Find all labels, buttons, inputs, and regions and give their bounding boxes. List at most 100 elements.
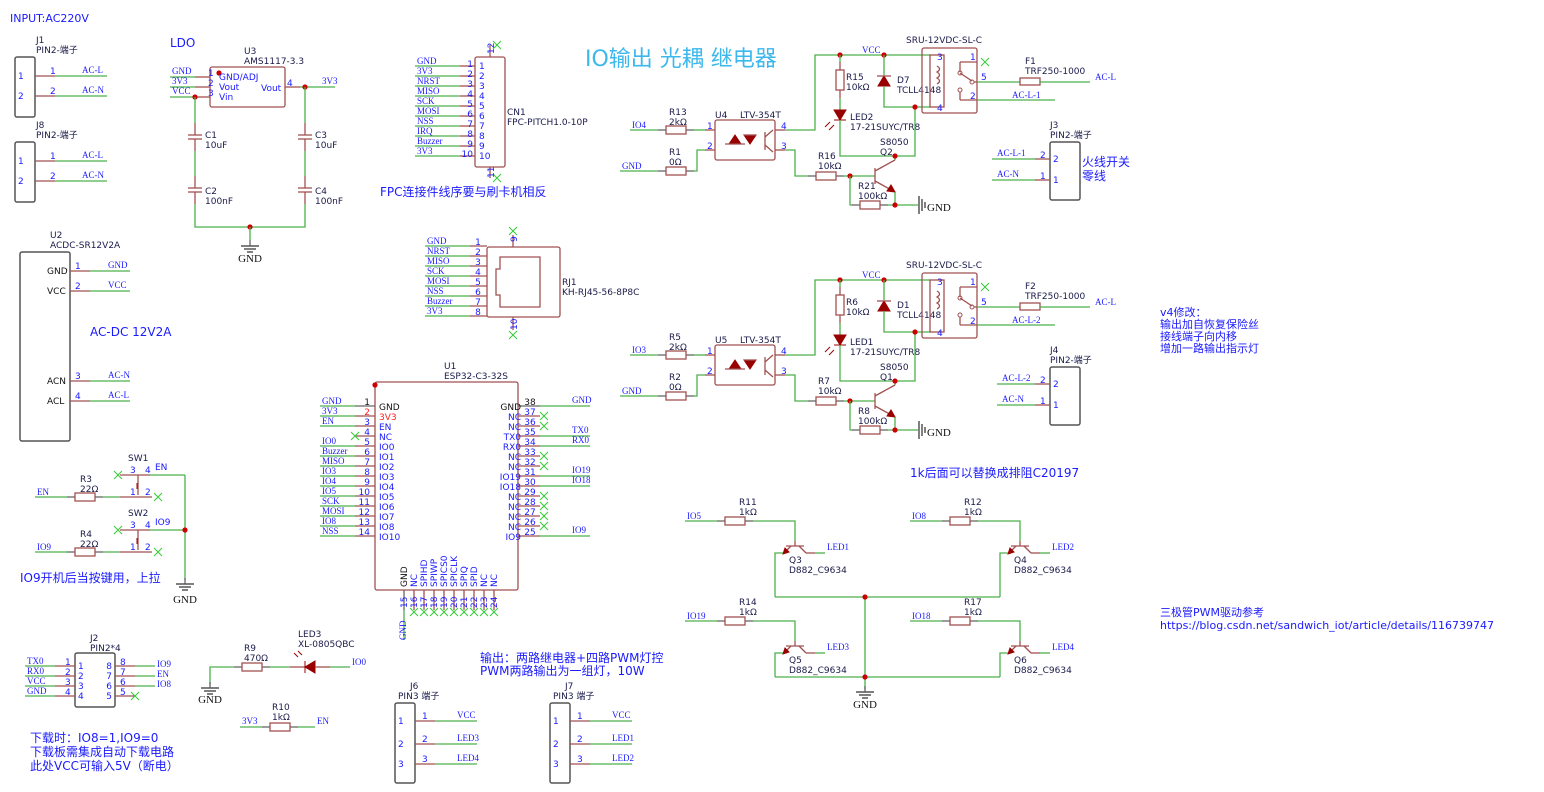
relay-value: SRU-12VDC-SL-C xyxy=(906,36,982,46)
pin-number: 18 xyxy=(430,596,440,608)
pin-name: GND xyxy=(47,267,68,277)
transistor-arrow xyxy=(1007,647,1015,655)
led-icon xyxy=(833,334,847,346)
resistor-symbol xyxy=(949,516,971,526)
net-label: IO9 xyxy=(37,542,51,552)
net-label: 3V3 xyxy=(172,76,188,86)
pin-number: 26 xyxy=(524,518,536,528)
j2-body xyxy=(74,652,116,708)
net-label: GND xyxy=(108,260,128,270)
pin-number: 4 xyxy=(145,521,151,531)
net-label: AC-L-2 xyxy=(1012,315,1041,325)
opto-ref: U5 xyxy=(715,336,727,346)
resistor-ref: R10 xyxy=(272,703,290,713)
transistor-value: S8050 xyxy=(880,138,909,148)
resistor-symbol xyxy=(724,516,746,526)
net-label: MOSI xyxy=(427,276,450,286)
relay-value: SRU-12VDC-SL-C xyxy=(906,261,982,271)
pin-number: 4 xyxy=(145,466,151,476)
net-label: GND xyxy=(622,161,642,171)
net-label: NSS xyxy=(427,286,444,296)
led-ref: LED2 xyxy=(850,113,873,123)
led-icon xyxy=(833,109,847,121)
pin-number: 8 xyxy=(106,662,112,672)
pin-number: 19 xyxy=(440,596,450,608)
junction-dot xyxy=(892,427,898,433)
pin-number: 4 xyxy=(781,122,787,132)
wire xyxy=(753,620,796,641)
rj1-ref: RJ1 xyxy=(562,278,577,288)
wire xyxy=(978,520,1021,541)
capacitor-value: 10uF xyxy=(315,141,337,151)
pin-name: IO3 xyxy=(379,473,394,483)
cn1-ref: CN1 xyxy=(507,108,526,118)
pin-number: 8 xyxy=(475,308,481,318)
j8-value: PIN2-端子 xyxy=(36,129,78,141)
j6-value: PIN3 端子 xyxy=(398,690,439,702)
pin-number: 5 xyxy=(106,692,112,702)
pin-number: 2 xyxy=(1040,376,1046,386)
resistor-symbol xyxy=(724,616,746,626)
pin-name: NC xyxy=(508,413,521,423)
pin-name: SPIQ xyxy=(460,566,470,587)
pin xyxy=(764,144,774,153)
capacitor-value: 100nF xyxy=(315,197,343,207)
net-label: VCC xyxy=(27,676,46,686)
ground-label: GND xyxy=(927,202,951,214)
contact xyxy=(957,312,963,318)
net-label: VCC xyxy=(457,710,476,720)
pin-number: 3 xyxy=(75,372,81,382)
pin-number: 9 xyxy=(479,142,485,152)
pin-number: 3 xyxy=(553,760,559,770)
pin-name: IO5 xyxy=(379,493,394,503)
resistor-ref: R13 xyxy=(669,108,687,118)
resistor-value: 22Ω xyxy=(80,540,98,550)
net-label: LED1 xyxy=(827,542,849,552)
pin-number: 13 xyxy=(359,518,370,528)
diode-ref: D1 xyxy=(897,301,910,311)
resistor-symbol xyxy=(74,492,96,502)
resistor-symbol xyxy=(74,547,96,557)
u2-body xyxy=(19,251,71,442)
pin-number: 5 xyxy=(475,278,481,288)
u1-value: ESP32-C3-32S xyxy=(444,372,508,382)
junction-dot xyxy=(216,70,222,76)
net-label: IO8 xyxy=(322,516,336,526)
pin-number: 3 xyxy=(577,755,583,765)
net-label: MOSI xyxy=(417,106,440,116)
j6-body xyxy=(394,702,416,784)
transistor-arrow xyxy=(782,547,790,555)
pin-name: IO1 xyxy=(379,453,394,463)
net-label: IO9 xyxy=(572,525,586,535)
no-connect-mark xyxy=(539,411,549,421)
pin-number: 5 xyxy=(120,688,126,698)
no-connect-mark xyxy=(439,607,449,617)
wire xyxy=(774,652,783,677)
pin-number: 1 xyxy=(970,278,976,288)
transistor-collector xyxy=(1023,645,1032,654)
pin-number: 16 xyxy=(410,596,420,608)
net-label: AC-N xyxy=(997,169,1019,179)
pin-number: 1 xyxy=(422,712,428,722)
no-connect-mark xyxy=(130,691,140,701)
resistor-value: 22Ω xyxy=(80,485,98,495)
resistor-ref: R1 xyxy=(669,148,681,158)
no-connect-mark xyxy=(153,547,163,557)
j3-label: 零线 xyxy=(1082,169,1106,183)
wire xyxy=(209,666,234,685)
net-label: RX0 xyxy=(27,666,45,676)
pin-number: 2 xyxy=(479,72,485,82)
transistor-ref: Q5 xyxy=(789,656,802,666)
net-label: EN xyxy=(317,716,329,726)
pin-number: 9 xyxy=(364,478,370,488)
j7-ref: J7 xyxy=(564,682,573,692)
net-label: VCC xyxy=(862,270,881,280)
pin-number: 5 xyxy=(364,438,370,448)
pin-number: 5 xyxy=(479,102,485,112)
pin-number: 38 xyxy=(524,398,536,408)
light-ray xyxy=(297,650,303,656)
resistor-symbol xyxy=(241,662,263,672)
pin-number: 1 xyxy=(208,69,214,79)
pin-number: 2 xyxy=(18,92,24,102)
